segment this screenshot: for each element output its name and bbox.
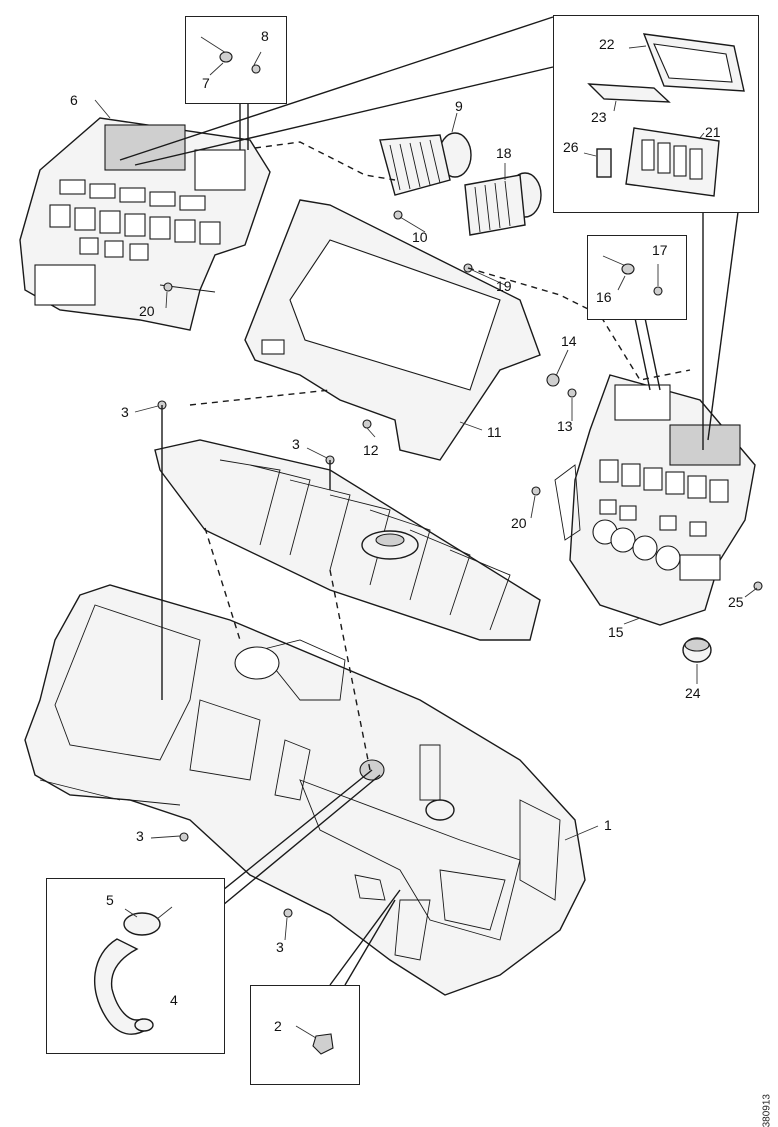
inset-hose-4-5	[46, 878, 225, 1054]
label-part-9: 9	[455, 98, 463, 114]
label-part-24: 24	[685, 685, 701, 701]
label-part-11: 11	[487, 424, 502, 440]
label-part-20-right: 20	[511, 515, 527, 531]
part-9-vent	[379, 132, 472, 196]
diagram-drawing	[19, 16, 763, 996]
inset-fasteners-16-17	[587, 235, 687, 320]
label-part-21: 21	[705, 124, 721, 140]
part-15-right-panel	[554, 374, 756, 626]
support-bracket	[154, 439, 541, 641]
label-part-10: 10	[412, 229, 428, 245]
inset-fasteners-7-8	[185, 16, 287, 104]
label-leaders	[94, 99, 758, 941]
label-part-23: 23	[591, 109, 607, 125]
label-part-7: 7	[202, 75, 210, 91]
label-part-3-c: 3	[136, 828, 144, 844]
inset-leaders	[119, 16, 739, 986]
inset-21-26-drawing	[583, 33, 745, 197]
label-part-5: 5	[106, 892, 114, 908]
label-part-19: 19	[496, 278, 512, 294]
inset-parts-21-22-23-26	[553, 15, 759, 213]
label-part-4: 4	[170, 992, 178, 1008]
label-part-20-left: 20	[139, 303, 155, 319]
label-part-14: 14	[561, 333, 577, 349]
label-part-3-b: 3	[292, 436, 300, 452]
label-part-12: 12	[363, 442, 379, 458]
label-part-16: 16	[596, 289, 612, 305]
label-part-15: 15	[608, 624, 624, 640]
label-part-26: 26	[563, 139, 579, 155]
exploded-parts-diagram: 8 7 6 9 18 10 19 20 14 3 13 11 3 12 20 2…	[19, 15, 772, 1127]
inset-4-5-drawing	[94, 906, 173, 1035]
label-part-18: 18	[496, 145, 512, 161]
label-part-17: 17	[652, 242, 668, 258]
label-part-13: 13	[557, 418, 573, 434]
inset-clip-2	[250, 985, 360, 1085]
fasteners	[157, 210, 763, 918]
part-1-dashboard	[24, 584, 586, 996]
inset-16-17-drawing	[602, 255, 663, 296]
reference-number: 380913	[761, 1094, 772, 1127]
part-18-vent	[464, 172, 542, 236]
inset-7-8-drawing	[200, 36, 262, 76]
part-11-center-frame	[244, 199, 541, 461]
inset-2-drawing	[295, 1025, 334, 1055]
label-part-25: 25	[728, 594, 744, 610]
part-6-left-panel	[19, 117, 271, 331]
part-24-knob	[682, 637, 712, 663]
label-part-8: 8	[261, 28, 269, 44]
label-part-1: 1	[604, 817, 612, 833]
label-part-2: 2	[274, 1018, 282, 1034]
label-part-3-d: 3	[276, 939, 284, 955]
label-part-22: 22	[599, 36, 615, 52]
label-part-3-a: 3	[121, 404, 129, 420]
label-part-6: 6	[70, 92, 78, 108]
